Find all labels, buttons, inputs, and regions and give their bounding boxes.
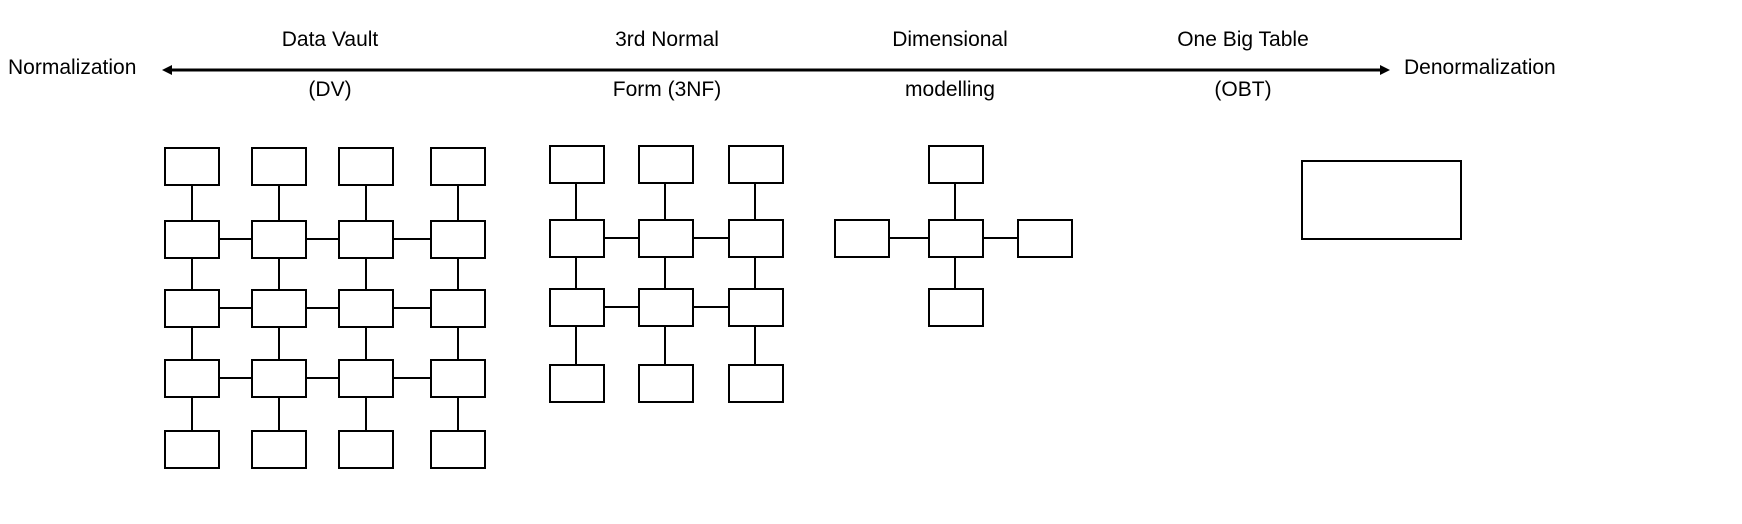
connector-horizontal [692, 237, 730, 240]
dimension-table-node-right[interactable] [1017, 219, 1073, 258]
column-header-obt-line2: (OBT) [1214, 78, 1272, 101]
connector-vertical [664, 325, 667, 366]
table-node[interactable] [430, 430, 486, 469]
connector-vertical [575, 256, 578, 290]
connector-vertical [191, 396, 194, 432]
table-node[interactable] [728, 145, 784, 184]
connector-vertical [278, 326, 281, 361]
connector-horizontal [603, 237, 640, 240]
connector-vertical [664, 256, 667, 290]
diagram-data-vault [0, 0, 520, 524]
connector-vertical [664, 182, 667, 221]
connector-vertical [754, 256, 757, 290]
connector-vertical [754, 325, 757, 366]
connector-vertical [575, 182, 578, 221]
table-node[interactable] [164, 147, 220, 186]
connector-vertical [191, 257, 194, 291]
dimension-table-node-top[interactable] [928, 145, 984, 184]
dimension-table-node-left[interactable] [834, 219, 890, 258]
connector-vertical [278, 396, 281, 432]
connector-horizontal [218, 238, 253, 241]
connector-horizontal [305, 307, 340, 310]
table-node[interactable] [638, 364, 694, 403]
connector-horizontal [982, 237, 1019, 240]
axis-label-denormalization: Denormalization [1404, 56, 1556, 79]
normalization-spectrum-arrow [162, 65, 1390, 75]
table-node[interactable] [728, 364, 784, 403]
column-header-third-normal-form: 3rd Normal Form (3NF) [567, 2, 767, 127]
connector-vertical [278, 184, 281, 222]
axis-label-normalization: Normalization [8, 56, 137, 79]
connector-vertical [457, 257, 460, 291]
connector-horizontal [218, 377, 253, 380]
connector-horizontal [692, 306, 730, 309]
connector-vertical [954, 182, 957, 221]
connector-horizontal [305, 238, 340, 241]
table-node[interactable] [251, 359, 307, 398]
diagram-third-normal-form [0, 0, 820, 524]
connector-vertical [754, 182, 757, 221]
connector-vertical [365, 257, 368, 291]
diagram-dimensional-modelling [834, 145, 1073, 327]
connector-vertical [457, 396, 460, 432]
connector-vertical [954, 256, 957, 290]
connector-horizontal [392, 307, 432, 310]
connector-vertical [191, 326, 194, 361]
column-header-one-big-table: One Big Table (OBT) [1143, 2, 1343, 127]
connector-vertical [191, 184, 194, 222]
table-node[interactable] [251, 147, 307, 186]
one-big-table-node[interactable] [1301, 160, 1462, 240]
connector-horizontal [392, 377, 432, 380]
dimension-table-node-bottom[interactable] [928, 288, 984, 327]
connector-horizontal [888, 237, 930, 240]
table-node[interactable] [338, 147, 394, 186]
column-header-data-vault: Data Vault (DV) [230, 2, 430, 127]
column-header-data-vault-line1: Data Vault [281, 28, 379, 51]
table-node[interactable] [164, 430, 220, 469]
table-node[interactable] [338, 430, 394, 469]
column-header-dimensional-line2: modelling [905, 78, 995, 101]
connector-horizontal [603, 306, 640, 309]
column-header-3nf-line1: 3rd Normal [615, 28, 719, 51]
connector-vertical [278, 257, 281, 291]
connector-vertical [365, 184, 368, 222]
connector-horizontal [392, 238, 432, 241]
connector-vertical [457, 184, 460, 222]
column-header-dimensional-modelling: Dimensional modelling [850, 2, 1050, 127]
column-header-obt-line1: One Big Table [1177, 28, 1309, 51]
connector-horizontal [305, 377, 340, 380]
diagram-one-big-table [1301, 160, 1462, 240]
connector-vertical [457, 326, 460, 361]
column-header-data-vault-line2: (DV) [308, 78, 352, 101]
connector-vertical [365, 326, 368, 361]
connector-horizontal [218, 307, 253, 310]
connector-vertical [365, 396, 368, 432]
connector-vertical [575, 325, 578, 366]
column-header-dimensional-line1: Dimensional [892, 28, 1008, 51]
column-header-3nf-line2: Form (3NF) [612, 78, 722, 101]
